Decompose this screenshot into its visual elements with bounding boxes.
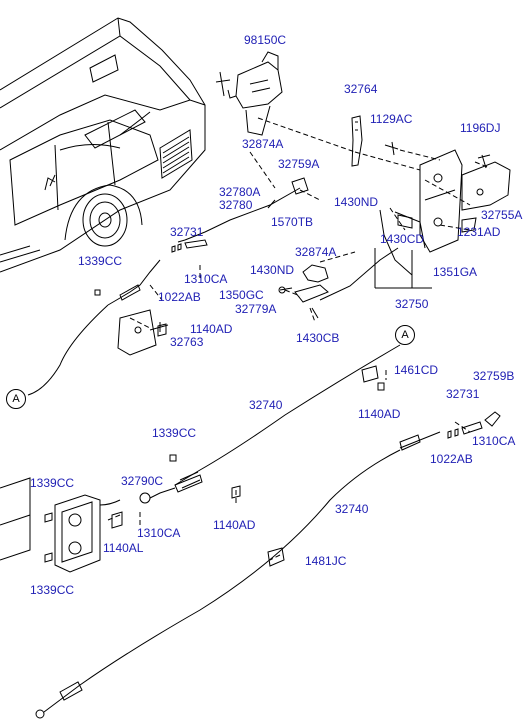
part-label-32759B[interactable]: 32759B [473, 369, 515, 383]
lower-cable-end [399, 411, 501, 451]
bolt-1140AD-mid [377, 382, 385, 391]
part-label-1430ND-top[interactable]: 1430ND [334, 195, 379, 209]
part-label-32780A[interactable]: 32780A [219, 185, 261, 199]
part-label-1310CA-top[interactable]: 1310CA [184, 272, 228, 286]
bracket-32763 [117, 309, 169, 356]
part-label-98150C[interactable]: 98150C [244, 33, 287, 47]
part-label-1339CC-mid[interactable]: 1339CC [152, 426, 197, 440]
part-label-32759A[interactable]: 32759A [278, 157, 320, 171]
part-label-32790C[interactable]: 32790C [121, 474, 164, 488]
nut-1339CC-mid [169, 454, 177, 462]
part-label-32763[interactable]: 32763 [170, 335, 204, 349]
actuator-cable [177, 177, 309, 243]
lever-32779A [278, 264, 329, 319]
part-label-1351GA[interactable]: 1351GA [433, 265, 478, 279]
part-label-32750[interactable]: 32750 [395, 297, 429, 311]
part-label-1140AD-bot[interactable]: 1140AD [213, 518, 256, 532]
part-label-32740-top[interactable]: 32740 [249, 398, 283, 412]
cable-32740-lower [59, 449, 401, 701]
clip-1481JC [267, 547, 285, 567]
part-label-1430CD[interactable]: 1430CD [380, 232, 425, 246]
part-label-1140AD-mid[interactable]: 1140AD [358, 407, 401, 421]
cable-to-A-upper [27, 304, 109, 396]
part-label-1430ND-mid[interactable]: 1430ND [250, 263, 295, 277]
part-label-32731-top[interactable]: 32731 [170, 225, 204, 239]
part-label-32780[interactable]: 32780 [219, 198, 253, 212]
part-label-1339CC-left[interactable]: 1339CC [30, 476, 75, 490]
part-label-32731-bot[interactable]: 32731 [446, 387, 480, 401]
part-label-1231AD[interactable]: 1231AD [457, 225, 501, 239]
part-label-1570TB[interactable]: 1570TB [271, 215, 314, 229]
callout-a-right: A [395, 325, 415, 345]
part-label-1022AB-bot[interactable]: 1022AB [430, 452, 473, 466]
part-label-1310CA-right[interactable]: 1310CA [472, 434, 516, 448]
part-label-32779A[interactable]: 32779A [235, 302, 277, 316]
cable-32740-upper [99, 344, 401, 506]
cable-tip [43, 699, 61, 713]
part-label-1481JC[interactable]: 1481JC [305, 554, 347, 568]
clip-1461CD [361, 365, 379, 383]
part-label-32755A[interactable]: 32755A [481, 208, 523, 222]
cable-end-lower [59, 681, 83, 701]
part-label-1339CC-top[interactable]: 1339CC [78, 254, 123, 268]
part-label-1339CC-bot[interactable]: 1339CC [30, 583, 75, 597]
part-label-32874A-mid[interactable]: 32874A [295, 245, 337, 259]
part-label-1022AB-top[interactable]: 1022AB [158, 290, 201, 304]
part-label-32740-mid[interactable]: 32740 [335, 502, 369, 516]
bracket-32790C [0, 477, 123, 573]
bolt-1140AD-top [157, 323, 167, 337]
bracket-32755A [461, 154, 511, 233]
mount-plate [384, 141, 463, 253]
part-label-1129AC[interactable]: 1129AC [370, 112, 413, 126]
part-label-1350GC[interactable]: 1350GC [219, 288, 264, 302]
part-label-32764[interactable]: 32764 [344, 82, 378, 96]
part-label-1310CA-bot[interactable]: 1310CA [137, 526, 181, 540]
part-label-1461CD[interactable]: 1461CD [394, 363, 439, 377]
lever-32764 [351, 115, 363, 167]
callout-a-left: A [6, 389, 26, 409]
part-label-1196DJ[interactable]: 1196DJ [460, 121, 501, 135]
vehicle-body-outline [0, 17, 206, 273]
part-label-32874A-top[interactable]: 32874A [242, 137, 284, 151]
cable-ball-end [35, 709, 45, 719]
part-label-1140AL[interactable]: 1140AL [103, 541, 144, 555]
part-label-1140AD-top[interactable]: 1140AD [190, 322, 233, 336]
upper-cable-end [94, 239, 208, 306]
part-label-1430CB[interactable]: 1430CB [296, 331, 340, 345]
actuator-motor [215, 51, 283, 136]
bolt-1140AD-bot [231, 485, 241, 499]
linkage-32750 [319, 209, 432, 301]
